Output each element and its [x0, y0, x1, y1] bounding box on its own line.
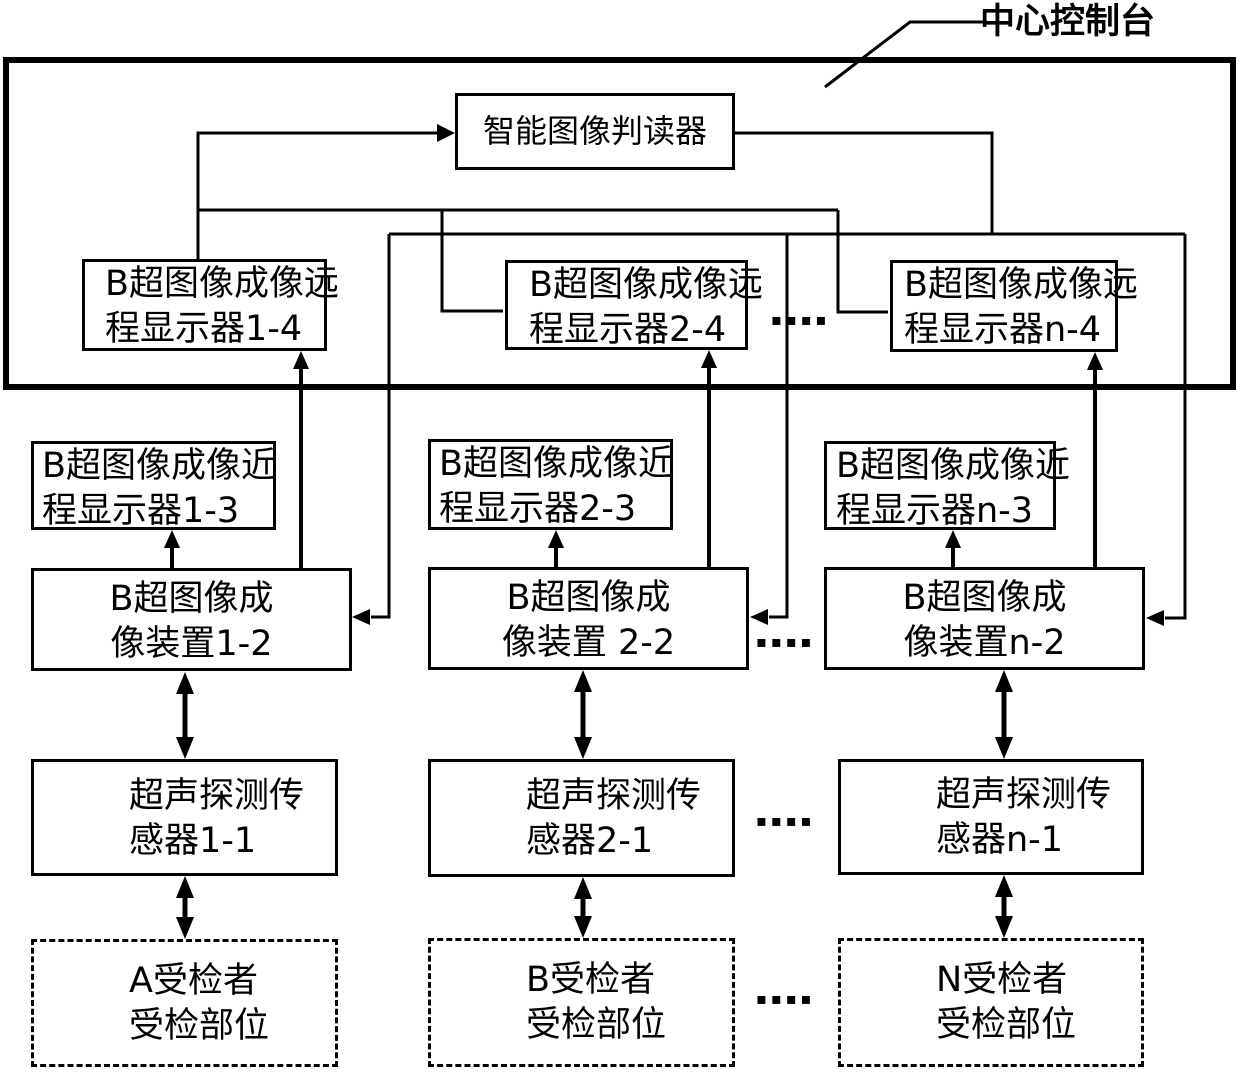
central-console-boundary [3, 57, 1236, 390]
imaging-device-n-line2: 像装置n-2 [903, 623, 1066, 663]
console-label-leader-line [824, 20, 987, 89]
arrowhead-up-sensor1 [176, 876, 194, 898]
arrowhead-into-device-n [1146, 610, 1164, 626]
displays-to-reader-line [196, 131, 888, 314]
sensor-1-line2: 感器1-1 [129, 821, 257, 861]
arrowhead-into-device-2 [750, 609, 768, 625]
remote-display-box-2: B超图像成像远 程显示器2-4 [505, 260, 764, 350]
subject-n-line2: 受检部位 [936, 1005, 1077, 1045]
sensor-1-line1: 超声探测传 [129, 776, 305, 816]
imaging-device-2-line2: 像装置 2-2 [501, 623, 676, 663]
image-reader-box: 智能图像判读器 [455, 93, 735, 170]
near-display-box-2: B超图像成像近 程显示器2-3 [428, 439, 673, 530]
near-display-1-line2: 程显示器1-3 [42, 491, 240, 531]
subject-n-line1: N受检者 [936, 960, 1068, 1000]
arrowhead-into-remote-display-1 [293, 351, 309, 369]
arrowhead-into-reader [437, 124, 455, 142]
arrowhead-down-sensor1 [176, 737, 194, 759]
central-console-label: 中心控制台 [980, 2, 1156, 42]
subject-a-line2: 受检部位 [129, 1006, 270, 1046]
sensor-n-line1: 超声探测传 [936, 775, 1112, 815]
remote-display-n-line1: B超图像成像远 [904, 265, 1139, 305]
ellipsis-subjects-row: ▪▪▪▪ [756, 989, 816, 1008]
near-display-1-line1: B超图像成像近 [42, 446, 277, 486]
near-display-n-line1: B超图像成像近 [836, 446, 1071, 486]
subject-box-b: B受检者 受检部位 [428, 938, 735, 1067]
subject-b-line2: 受检部位 [526, 1005, 667, 1045]
image-reader-label: 智能图像判读器 [482, 112, 707, 150]
remote-display-n-line2: 程显示器n-4 [904, 310, 1102, 350]
sensor-box-1: 超声探测传 感器1-1 [31, 759, 338, 876]
arrowhead-into-near-display-2 [548, 530, 564, 548]
imaging-device-box-2: B超图像成 像装置 2-2 [428, 567, 749, 670]
arrowhead-into-near-display-1 [164, 530, 180, 548]
arrowhead-up-sensor2 [574, 877, 592, 899]
near-display-box-n: B超图像成像近 程显示器n-3 [824, 441, 1071, 531]
imaging-device-box-1: B超图像成 像装置1-2 [31, 568, 352, 671]
remote-display-box-n: B超图像成像远 程显示器n-4 [890, 260, 1139, 352]
ellipsis-displays-row: ▪▪▪▪ [771, 310, 831, 329]
arrowhead-down-sensor2 [574, 737, 592, 759]
arrowhead-up-device2 [574, 670, 592, 692]
arrowhead-into-remote-display-n [1087, 352, 1103, 370]
near-display-2-line1: B超图像成像近 [439, 444, 674, 484]
imaging-device-2-line1: B超图像成 [506, 578, 671, 618]
remote-display-2-line2: 程显示器2-4 [529, 310, 727, 350]
remote-display-box-1: B超图像成像远 程显示器1-4 [82, 259, 340, 351]
subject-b-line1: B受检者 [526, 960, 656, 1000]
ellipsis-devices-row: ▪▪▪▪ [756, 632, 816, 651]
near-display-n-line2: 程显示器n-3 [836, 491, 1034, 531]
subject-box-a: A受检者 受检部位 [31, 939, 338, 1067]
arrowhead-up-sensorn [995, 875, 1013, 897]
subject-a-line1: A受检者 [129, 961, 258, 1001]
arrowhead-into-device-1 [352, 609, 370, 625]
remote-display-2-line1: B超图像成像远 [529, 265, 764, 305]
arrowhead-down-sensorn [995, 737, 1013, 759]
ellipsis-sensors-row: ▪▪▪▪ [756, 811, 816, 830]
imaging-device-1-line1: B超图像成 [109, 579, 274, 619]
near-display-2-line2: 程显示器2-3 [439, 489, 637, 529]
arrowhead-down-subjectB [574, 916, 592, 938]
remote-display-1-line2: 程显示器1-4 [105, 309, 303, 349]
arrowhead-into-near-display-n [945, 530, 961, 548]
near-display-box-1: B超图像成像近 程显示器1-3 [31, 441, 277, 531]
remote-display-1-line1: B超图像成像远 [105, 264, 340, 304]
arrowhead-down-subjectA [176, 917, 194, 939]
sensor-box-2: 超声探测传 感器2-1 [428, 759, 735, 877]
reader-to-devices-line [371, 131, 1187, 620]
sensor-2-line2: 感器2-1 [526, 821, 654, 861]
sensor-n-line2: 感器n-1 [936, 820, 1064, 860]
sensor-2-line1: 超声探测传 [526, 776, 702, 816]
sensor-box-n: 超声探测传 感器n-1 [838, 759, 1144, 875]
arrowhead-into-remote-display-2 [701, 350, 717, 368]
imaging-device-1-line2: 像装置1-2 [110, 624, 273, 664]
imaging-device-box-n: B超图像成 像装置n-2 [824, 567, 1145, 670]
arrowhead-down-subjectN [995, 916, 1013, 938]
imaging-device-n-line1: B超图像成 [902, 578, 1067, 618]
arrowhead-up-device1 [176, 672, 194, 694]
arrowhead-up-devicen [995, 670, 1013, 692]
subject-box-n: N受检者 受检部位 [838, 938, 1144, 1067]
